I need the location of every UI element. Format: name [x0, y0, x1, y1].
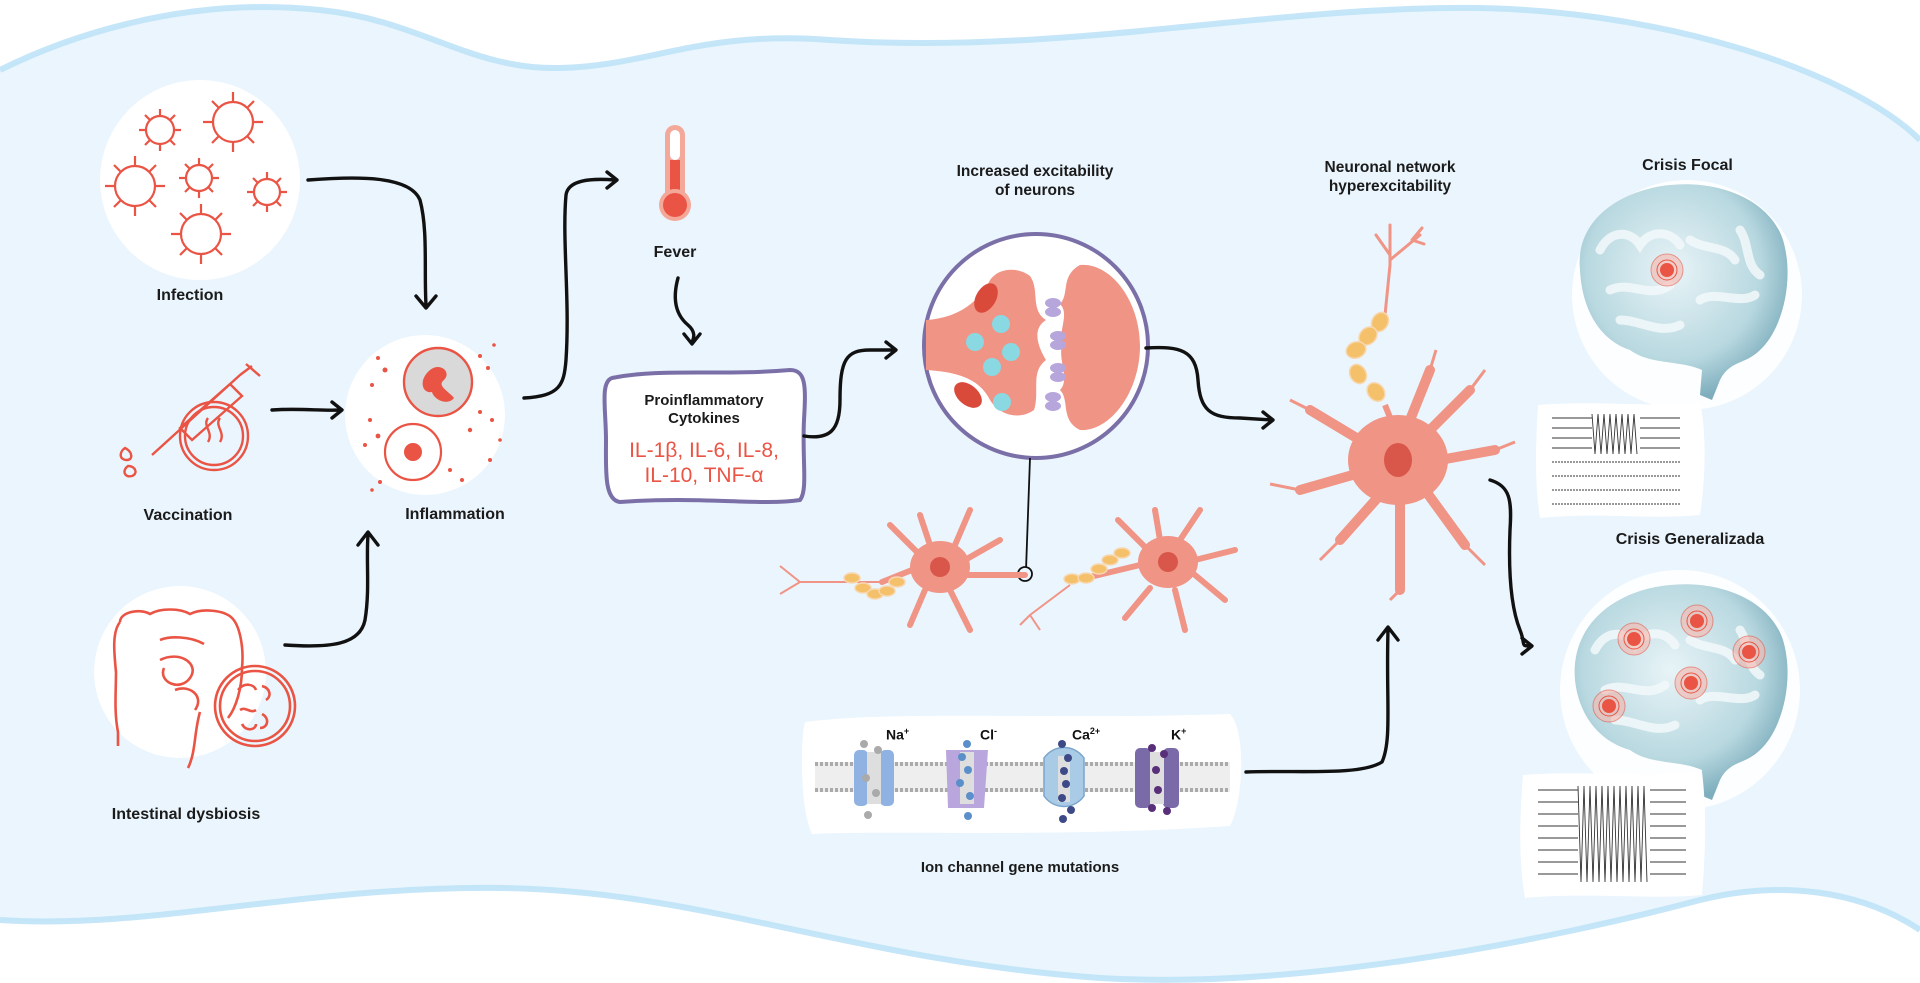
- potassium-channel-icon: [1135, 744, 1179, 815]
- zoom-callout-line: [1025, 457, 1031, 571]
- virus-cluster-icon: [105, 92, 287, 264]
- ion-label-chloride: Cl-: [980, 726, 997, 743]
- fever-label: Fever: [653, 244, 697, 261]
- infection-backdrop: [100, 80, 300, 280]
- chloride-channel-icon: [946, 740, 988, 820]
- arrow-fever-to-cytokines: [673, 276, 702, 346]
- network-label-line1: Neuronal network: [1324, 159, 1456, 176]
- arrow-synapse-to-network: [1144, 345, 1275, 430]
- network-label: Neuronal network hyperexcitability: [1290, 158, 1490, 196]
- arrow-network-to-generalized: [1488, 478, 1534, 656]
- inflammation-label: Inflammation: [405, 506, 505, 523]
- arrow-cytokines-to-synapse: [802, 340, 898, 439]
- seizure-focus-marker: [1650, 253, 1684, 287]
- excitability-label: Increased excitability of neurons: [920, 162, 1150, 200]
- intestine-backdrop: [94, 586, 266, 758]
- ion-label-calcium: Ca2+: [1072, 726, 1101, 743]
- cytokines-list-line1: IL-1β, IL-6, IL-8,: [629, 439, 779, 462]
- cytokines-title-line1: Proinflammatory: [644, 392, 764, 409]
- brain-generalized-node: [1520, 570, 1800, 898]
- arrow-vaccination-to-inflammation: [270, 400, 344, 420]
- intestine-microbiome-icon: [112, 608, 297, 769]
- intestinal-dysbiosis-node: [94, 586, 297, 769]
- excitability-label-line1: Increased excitability: [956, 163, 1114, 180]
- crisis-generalizada-label: Crisis Generalizada: [1615, 531, 1765, 548]
- network-label-line2: hyperexcitability: [1328, 178, 1452, 195]
- cytokines-list: IL-1β, IL-6, IL-8, IL-10, TNF-α: [608, 438, 800, 488]
- brain-focal-node: [1536, 180, 1802, 518]
- excitability-label-line2: of neurons: [994, 182, 1076, 199]
- arrow-dysbiosis-to-inflammation: [283, 530, 380, 648]
- cytokines-list-line2: IL-10, TNF-α: [644, 464, 764, 487]
- cytokines-box-border: [602, 367, 807, 505]
- sodium-channel-icon: [854, 740, 894, 819]
- eeg-focal-trace: [1536, 402, 1705, 518]
- arrow-inflammation-to-fever: [522, 170, 619, 400]
- brain-focal-icon: [1579, 184, 1788, 400]
- thermometer-icon: [659, 125, 691, 221]
- synapse-icon: [926, 264, 1140, 431]
- ion-channels-label: Ion channel gene mutations: [920, 859, 1120, 876]
- calcium-channel-icon: [1043, 740, 1085, 823]
- intestinal-dysbiosis-label: Intestinal dysbiosis: [111, 806, 261, 823]
- connected-neurons-icon: [779, 507, 1238, 633]
- neuron-icon: [1269, 223, 1516, 602]
- ion-label-sodium: Na+: [886, 726, 910, 743]
- brain-generalized-icon: [1574, 584, 1788, 800]
- top-wave-border: [0, 4, 1920, 143]
- ion-label-potassium: K+: [1171, 726, 1187, 743]
- vaccination-node: [119, 363, 261, 478]
- seizure-focus-markers: [1592, 604, 1766, 723]
- synapse-node: [922, 232, 1150, 460]
- inflammation-node: [345, 335, 505, 495]
- arrow-infection-to-inflammation: [306, 176, 438, 310]
- eeg-generalized-trace: [1520, 772, 1706, 898]
- crisis-focal-label: Crisis Focal: [1642, 157, 1733, 174]
- infection-label: Infection: [156, 287, 224, 304]
- cytokines-title: Proinflammatory Cytokines: [608, 392, 800, 428]
- arrow-ionchannels-to-network: [1244, 625, 1400, 774]
- background-panel: [0, 7, 1920, 980]
- ion-channels-node: [801, 714, 1242, 834]
- bottom-wave-border: [0, 884, 1920, 983]
- cytokines-box: Proinflammatory Cytokines IL-1β, IL-6, I…: [608, 372, 800, 502]
- infection-node: [100, 80, 300, 280]
- cytokines-title-line2: Cytokines: [668, 410, 740, 427]
- syringe-icon: [119, 363, 261, 478]
- immune-cells-icon: [363, 343, 502, 492]
- vaccination-label: Vaccination: [143, 507, 233, 524]
